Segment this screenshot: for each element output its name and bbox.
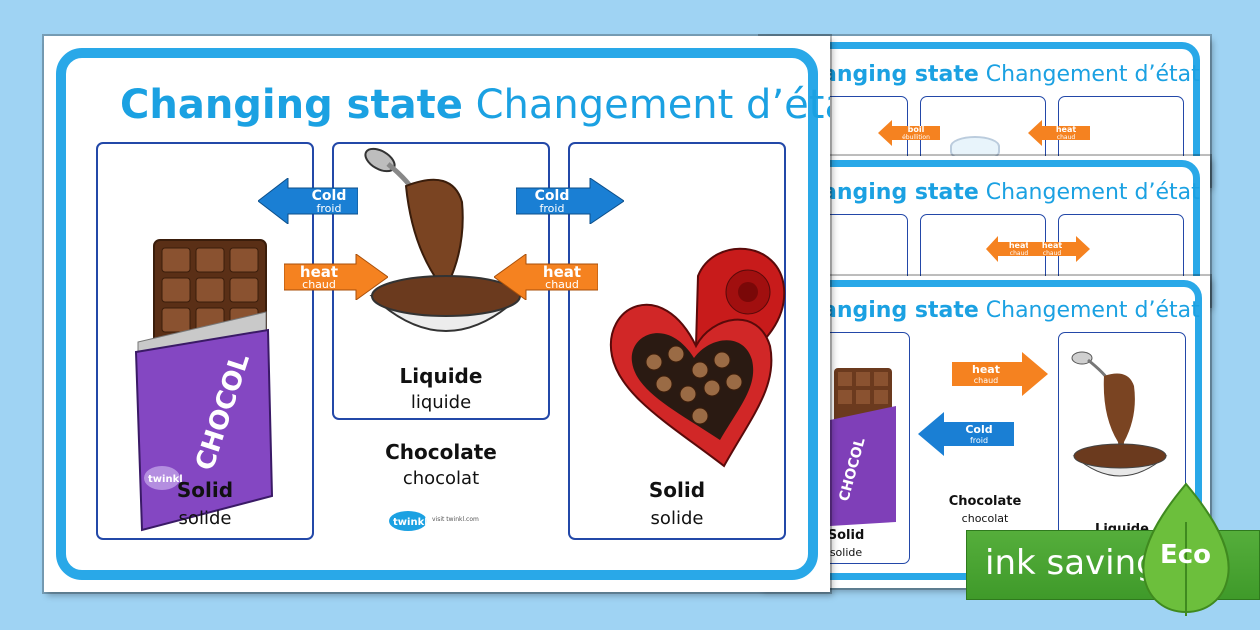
cold-arrow-right: Cold froid — [516, 178, 624, 224]
melting-chocolate-icon — [364, 147, 523, 332]
heat-arrow: heat chaud — [986, 236, 1040, 262]
center-sublabel: chocolat — [402, 468, 480, 489]
main-sheet: Changing state Changement d’état twinkl … — [44, 36, 830, 592]
heat-arrow: heat chaud — [952, 352, 1048, 396]
heat-arrow: heat chaud — [1028, 236, 1090, 262]
sublabel-liquid: liquide — [410, 392, 472, 413]
heat-arrow: heat chaud — [1028, 120, 1090, 146]
preview-center-label: Chocolate — [948, 494, 1022, 509]
heat-arrow-right: heat chaud — [494, 254, 598, 300]
preview-title: anging state Changement d’état — [822, 180, 1200, 205]
heart-chocolate-box-icon — [609, 247, 786, 468]
label-liquid: Liquide — [399, 364, 483, 388]
preview-left-sublabel: solide — [829, 546, 863, 559]
preview-left-label: Solid — [827, 528, 865, 543]
sublabel-solid-left: solide — [178, 508, 232, 529]
eco-leaf-icon — [1142, 482, 1230, 616]
heat-arrow-left: heat chaud — [284, 254, 388, 300]
center-label: Chocolate — [385, 440, 497, 464]
preview-center-sublabel: chocolat — [961, 512, 1009, 525]
eco-badge-text: Eco — [1160, 540, 1212, 570]
preview-title: anging state Changement d’état — [822, 298, 1200, 323]
melting-chocolate-icon — [1071, 351, 1168, 477]
cold-arrow: Cold froid — [918, 412, 1014, 456]
footer-url: visit twinkl.com — [432, 516, 479, 523]
boil-arrow: boil ébullition — [878, 120, 940, 146]
sheet-border — [56, 48, 818, 580]
sublabel-solid-right: solide — [650, 508, 704, 529]
twinkl-logo: twinkl — [388, 510, 428, 536]
chocolate-bar-icon: twinkl CHOCOL — [134, 239, 274, 532]
logo-text: twinkl — [393, 517, 428, 528]
label-solid-right: Solid — [648, 478, 706, 502]
brand-label: twinkl — [148, 474, 183, 485]
ink-saving-text: ink saving — [985, 543, 1158, 583]
chocolate-bar-icon: CHOCOL — [830, 368, 896, 526]
sheet-border — [760, 42, 1200, 186]
sheet-border — [760, 160, 1200, 306]
preview-title: anging state Changement d’état — [822, 62, 1200, 87]
page-title: Changing state Changement d’état — [120, 82, 830, 128]
label-solid-left: Solid — [176, 478, 234, 502]
cold-arrow-left: Cold froid — [258, 178, 358, 224]
